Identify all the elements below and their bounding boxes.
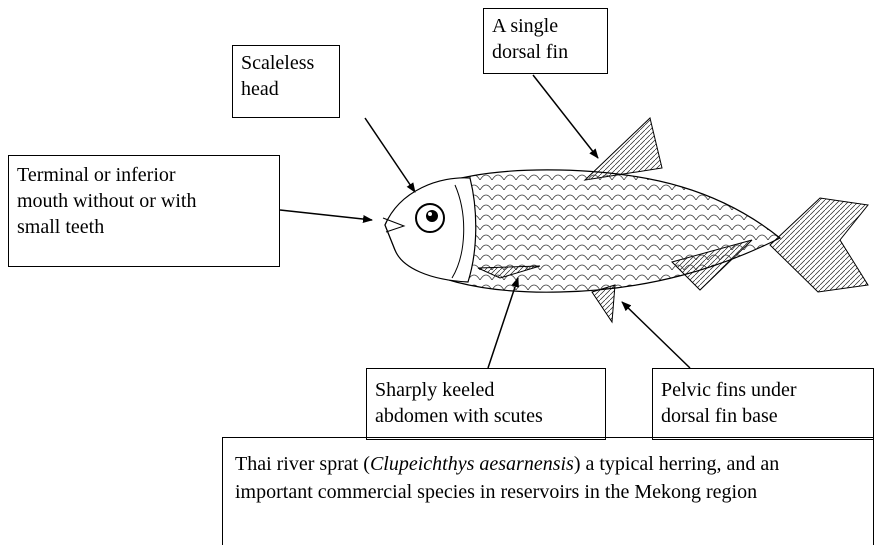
pelvic-label-line1: Pelvic fins under bbox=[661, 377, 865, 403]
dorsal-fin-label-line1: A single bbox=[492, 13, 599, 39]
head-label-line2: head bbox=[241, 76, 331, 102]
dorsal-fin bbox=[585, 118, 662, 180]
dorsal-fin-label: A single dorsal fin bbox=[483, 8, 608, 74]
abdomen-label-line1: Sharply keeled bbox=[375, 377, 597, 403]
abdomen-label: Sharply keeled abdomen with scutes bbox=[366, 368, 606, 440]
tail-fin bbox=[770, 198, 868, 292]
head-label-line1: Scaleless bbox=[241, 50, 331, 76]
pelvic-label-line2: dorsal fin base bbox=[661, 403, 865, 429]
caption: Thai river sprat (Clupeichthys aesarnens… bbox=[222, 437, 874, 545]
dorsal-fin-label-line2: dorsal fin bbox=[492, 39, 599, 65]
arrow-dorsal bbox=[533, 75, 598, 158]
arrow-mouth bbox=[280, 210, 372, 220]
arrow-pelvic bbox=[622, 302, 690, 368]
pelvic-label: Pelvic fins under dorsal fin base bbox=[652, 368, 874, 440]
caption-species: Clupeichthys aesarnensis bbox=[370, 453, 574, 475]
mouth-label-line2: mouth without or with bbox=[17, 188, 271, 214]
arrow-head bbox=[365, 118, 415, 192]
caption-prefix: Thai river sprat ( bbox=[235, 453, 370, 475]
mouth-label: Terminal or inferior mouth without or wi… bbox=[8, 155, 280, 267]
mouth-label-line3: small teeth bbox=[17, 214, 271, 240]
fish-pupil bbox=[426, 210, 438, 222]
eye-highlight bbox=[428, 212, 432, 216]
arrow-abdomen bbox=[488, 278, 518, 368]
head-label: Scaleless head bbox=[232, 45, 340, 118]
abdomen-label-line2: abdomen with scutes bbox=[375, 403, 597, 429]
mouth-label-line1: Terminal or inferior bbox=[17, 162, 271, 188]
